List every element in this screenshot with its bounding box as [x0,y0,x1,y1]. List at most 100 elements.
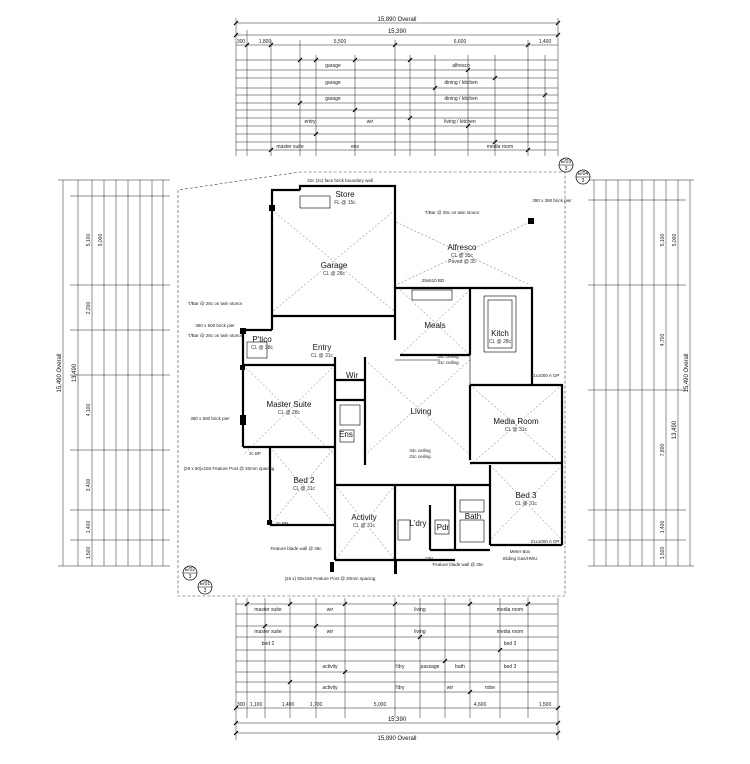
section-marker-top-right [558,157,591,185]
room-entry: Entry [313,343,332,352]
bottom-label-0: master suite [254,607,281,613]
walls [241,184,564,562]
top-label-0: garage [325,63,341,69]
ceiling-diagonals [242,209,563,561]
bottom-label-16: l'dry [395,685,405,691]
room-bed3-sub: CL @ 31c [515,501,538,507]
room-alfresco-sub2: Paved @ 35 [448,259,476,265]
note-feature-post-2: (26 x) 50x150 Feature Post @ 20mm spacin… [285,576,376,581]
room-activity: Activity [351,513,376,522]
top-dim-4: 1,400 [539,39,552,45]
top-label-4: garage [325,96,341,102]
room-porch-sub: CL @ 28c [251,345,274,351]
bottom-label-8: bed 2 [262,641,275,647]
left-dim-4: 3,400 [86,479,92,492]
left-dim-1: 5,000 [98,234,104,247]
note-boundary-wall: 32c (2c) face brick boundary wall [307,178,373,183]
bottom-dim-4: 5,000 [374,702,387,708]
section-num-e01: 3 [204,588,207,594]
section-num-e03: 3 [565,166,568,172]
bottom-dim-1: 1,100 [250,702,263,708]
bottom-dim-3: 1,700 [310,702,323,708]
note-tiltbar-alfresco: T/Bar @ 28c on twin stonor [425,210,480,215]
left-dim-0: 5,100 [86,234,92,247]
top-dim-3: 6,600 [454,39,467,45]
section-num-e04: 3 [582,178,585,184]
bottom-dim-5: 4,600 [474,702,487,708]
right-second-dimension: 13,490 [672,420,678,439]
right-dim-2: 4,700 [660,334,666,347]
bottom-label-15: activity [322,685,338,691]
room-alfresco: Alfresco [448,243,477,252]
note-ceiling-34: 34c ceiling [437,354,459,359]
note-brick-pier: 390 x 390 brick pier [532,198,572,203]
bottom-dim-2: 1,400 [282,702,295,708]
bottom-second-dimension: 15,390 [388,717,407,723]
right-overall-dimension: 15,490 Overall [684,353,690,392]
top-label-7: wir [367,119,374,125]
bottom-dimension-ticks [233,601,561,736]
left-dimension-block [58,179,170,567]
note-ceiling-31: 31c ceiling [437,360,459,365]
piers [240,205,534,574]
top-label-6: entry [304,119,316,125]
bottom-label-12: passage [421,664,440,670]
room-bed2: Bed 2 [294,476,315,485]
bottom-label-6: living [414,629,426,635]
top-label-2: garage [325,80,341,86]
top-label-11: media room [487,144,513,150]
note-tiltbar-porch-2: T/Bar @ 28c on twin stonor [188,333,243,338]
bottom-label-17: wir [447,685,454,691]
top-dim-2: 5,500 [334,39,347,45]
top-dim-0: 300 [237,39,246,45]
bottom-overall-dimension: 15,890 Overall [377,736,416,742]
room-garage: Garage [321,261,348,270]
note-feature-post: (29 x 50)x150 Feature Post @ 20mm spacin… [184,466,275,471]
note-ceiling-a: 34c ceiling [409,448,431,453]
note-box: 25x610 BD [422,278,445,283]
room-bed2-sub: CL @ 31c [293,486,316,492]
room-kitchen-sub: CL @ 28c [489,339,512,345]
bottom-label-7: media room [497,629,523,635]
bottom-label-18: robe [485,685,495,691]
note-brick-pier-3: 390 x 500 brick pier [190,416,230,421]
note-bp-2: 2c BP [276,521,288,526]
bottom-dim-6: 1,500 [539,702,552,708]
top-label-5: dining / kitchen [444,96,478,102]
note-tiltbar-porch: T/Bar @ 28c on twin stonor [188,301,243,306]
room-activity-sub: CL @ 31c [353,523,376,529]
bottom-dim-0: 300 [237,702,246,708]
section-label-e02: E/02 [185,567,196,573]
right-dimension-block [588,179,694,567]
interior-details [246,195,517,543]
room-laundry: L'dry [409,519,426,528]
bottom-label-14: bed 3 [504,664,517,670]
room-living: Living [411,407,432,416]
room-entry-sub: CL @ 31c [311,353,334,359]
top-label-8: living / kitchen [444,119,476,125]
section-label-e01: E/01 [200,581,211,587]
note-op-2: 21x1000 A OP [531,539,560,544]
room-alfresco-sub: CL @ 35c [451,253,474,259]
bottom-label-9: bed 3 [504,641,517,647]
bottom-label-5: wir [327,629,334,635]
right-dim-5: 1,500 [660,547,666,560]
room-porch: P'tico [252,335,272,344]
bottom-label-4: master suite [254,629,281,635]
top-dimension-ticks [233,20,561,153]
room-kitchen: Kitch [491,329,509,338]
right-dim-3: 7,800 [660,444,666,457]
bottom-label-2: living [414,607,426,613]
top-dimension-block [235,18,559,156]
top-dim-1: 1,800 [259,39,272,45]
room-meals: Meals [424,321,445,330]
room-store: Store [335,190,355,199]
note-gas-hwu: Sliding Gas/HWU [502,556,537,561]
bottom-label-3: media room [497,607,523,613]
bottom-label-13: bath [455,664,465,670]
left-dim-2: 2,200 [86,302,92,315]
top-label-9: master suite [276,144,303,150]
left-second-dimension: 13,490 [72,363,78,382]
note-op: 21x1000 A OP [531,373,560,378]
